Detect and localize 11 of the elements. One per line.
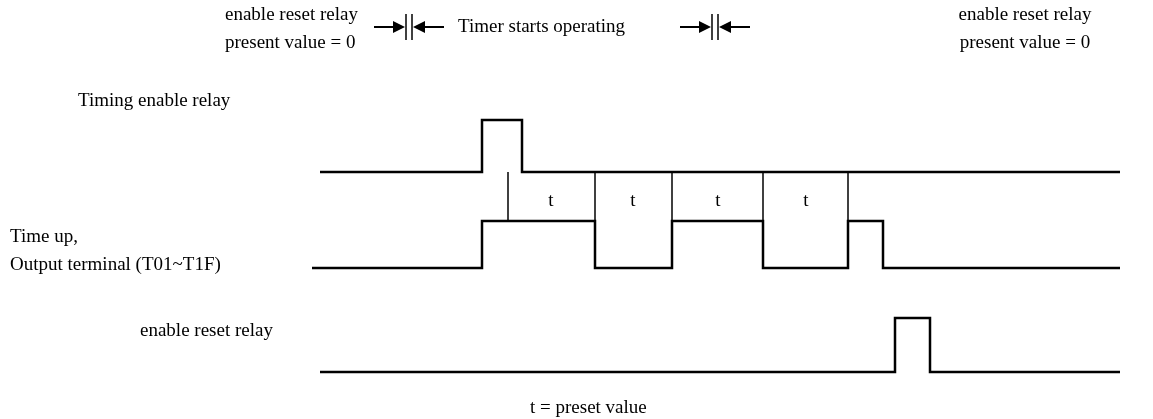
signal-label: enable reset relay <box>140 318 273 342</box>
note-text: enable reset relay present value = 0 <box>957 2 1093 54</box>
interval-label: t <box>802 188 810 212</box>
signal-label: Time up, Output terminal (T01~T1F) <box>10 224 221 276</box>
phase-label: Timer starts operating <box>458 14 626 38</box>
signal-label: Timing enable relay <box>78 88 231 112</box>
formula-note: t = preset value <box>530 395 647 419</box>
interval-label: t <box>547 188 555 212</box>
note-text: enable reset relay present value = 0 <box>225 2 358 54</box>
interval-label: t <box>714 188 722 212</box>
interval-label: t <box>629 188 637 212</box>
